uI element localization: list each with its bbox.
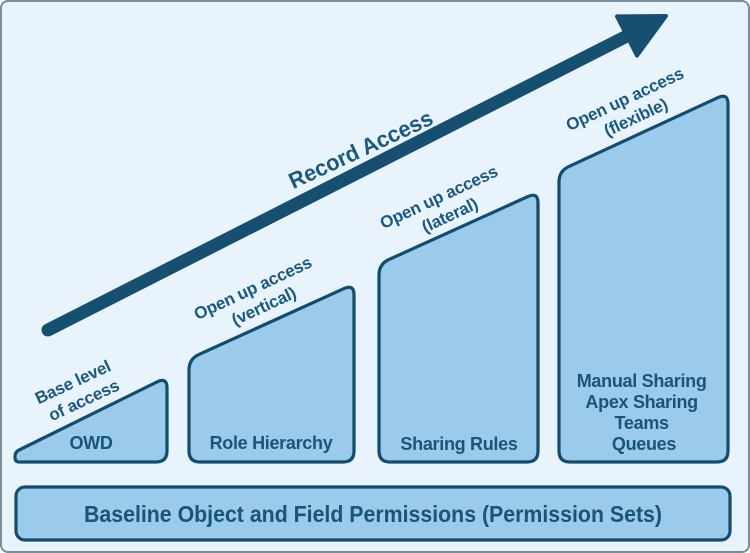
apex-sharing-line: Apex Sharing bbox=[585, 392, 697, 412]
baseline-permissions-label: Baseline Object and Field Permissions (P… bbox=[84, 501, 662, 527]
teams-line: Teams bbox=[615, 413, 669, 433]
baseline-permissions-bar bbox=[14, 485, 732, 542]
step-shape-sharing-rules bbox=[377, 193, 540, 464]
manual-sharing-label-block: Manual Sharing Apex Sharing Teams Queues bbox=[577, 371, 712, 454]
step-shape-role-hierarchy bbox=[187, 285, 356, 464]
record-access-arrow-head bbox=[615, 14, 668, 58]
step-shape-owd bbox=[13, 378, 169, 464]
owd-label: OWD bbox=[69, 433, 112, 453]
sharing-rules-label: Sharing Rules bbox=[400, 434, 517, 454]
queues-line: Queues bbox=[612, 434, 677, 454]
manual-sharing-line: Manual Sharing bbox=[577, 371, 707, 391]
step-shape-manual-sharing bbox=[557, 94, 730, 464]
role-hierarchy-label: Role Hierarchy bbox=[210, 433, 333, 453]
record-access-arrow-shaft bbox=[41, 29, 634, 337]
